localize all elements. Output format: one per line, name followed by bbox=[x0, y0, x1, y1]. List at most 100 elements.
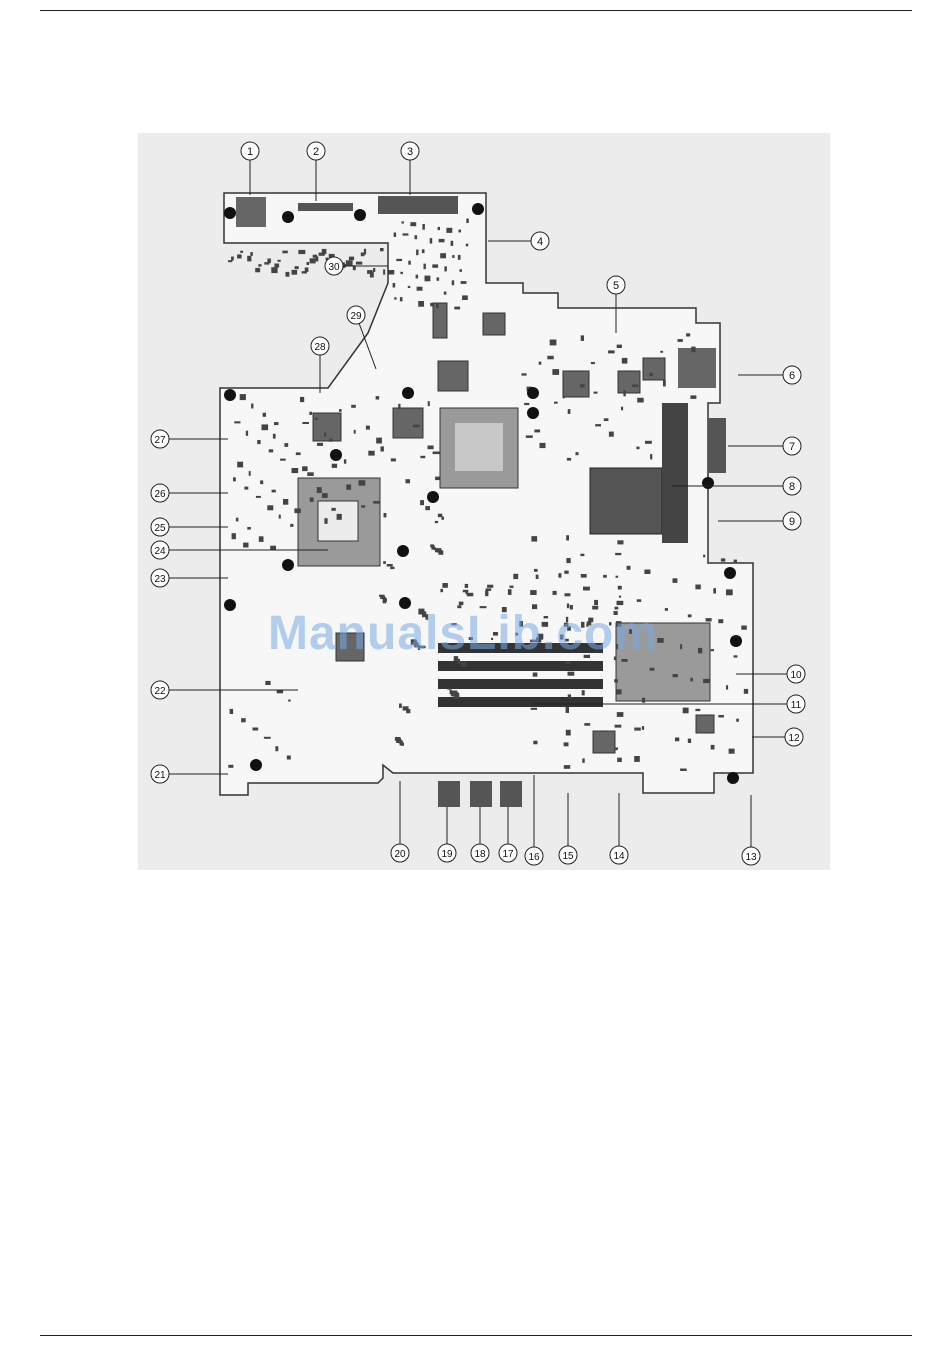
capacitor bbox=[282, 559, 294, 571]
smd-component bbox=[615, 747, 618, 750]
callout-label-2: 2 bbox=[313, 146, 319, 158]
smd-component bbox=[230, 709, 234, 714]
callout-3: 3 bbox=[401, 142, 419, 160]
smd-component bbox=[383, 561, 386, 564]
callout-label-13: 13 bbox=[745, 852, 757, 863]
smd-component bbox=[420, 456, 425, 458]
smd-component bbox=[678, 420, 682, 425]
smd-component bbox=[665, 413, 670, 415]
smd-component bbox=[680, 769, 687, 772]
smd-component bbox=[663, 380, 666, 386]
smd-component bbox=[711, 649, 714, 651]
smd-component bbox=[581, 574, 587, 578]
capacitor bbox=[402, 387, 414, 399]
callout-label-18: 18 bbox=[474, 849, 486, 860]
smd-component bbox=[275, 746, 278, 751]
smd-component bbox=[329, 439, 332, 442]
smd-component bbox=[683, 708, 689, 714]
smd-component bbox=[465, 584, 468, 588]
smd-component bbox=[454, 307, 460, 310]
smd-component bbox=[619, 596, 621, 598]
smd-component bbox=[713, 588, 716, 593]
smd-component bbox=[583, 587, 590, 591]
smd-component bbox=[310, 497, 314, 502]
smd-component bbox=[279, 515, 281, 519]
smd-component bbox=[462, 295, 468, 300]
callout-label-7: 7 bbox=[789, 441, 795, 453]
capacitor bbox=[527, 407, 539, 419]
smd-component bbox=[533, 741, 537, 745]
smd-component bbox=[416, 275, 419, 279]
smd-component bbox=[292, 468, 299, 473]
smd-component bbox=[361, 505, 365, 507]
callout-22: 22 bbox=[151, 681, 169, 699]
smd-component bbox=[346, 260, 353, 266]
smd-component bbox=[251, 404, 253, 409]
smd-component bbox=[461, 281, 467, 284]
smd-component bbox=[594, 392, 598, 394]
smd-component bbox=[524, 403, 529, 405]
smd-component bbox=[231, 257, 234, 261]
smd-component bbox=[621, 407, 623, 411]
smd-component bbox=[284, 443, 288, 447]
smd-component bbox=[584, 723, 590, 726]
smd-component bbox=[581, 335, 584, 341]
smd-component bbox=[290, 524, 293, 527]
capacitor bbox=[224, 599, 236, 611]
smd-component bbox=[384, 513, 387, 517]
smd-component bbox=[744, 689, 748, 694]
smd-component bbox=[433, 452, 440, 455]
smd-component bbox=[566, 707, 569, 713]
smd-component bbox=[379, 595, 385, 597]
smd-component bbox=[391, 458, 396, 461]
smd-component bbox=[461, 662, 467, 667]
smd-component bbox=[673, 674, 678, 677]
smd-component bbox=[466, 592, 468, 594]
smd-component bbox=[729, 749, 735, 754]
smd-component bbox=[452, 255, 454, 258]
smd-component bbox=[387, 564, 393, 567]
callout-29: 29 bbox=[347, 306, 365, 324]
smd-component bbox=[718, 715, 724, 718]
smd-component bbox=[425, 276, 431, 282]
smd-component bbox=[380, 248, 384, 251]
smd-component bbox=[452, 280, 455, 285]
smd-component bbox=[253, 728, 259, 731]
smd-component bbox=[376, 396, 380, 399]
smd-component bbox=[486, 588, 492, 591]
smd-component bbox=[711, 745, 715, 750]
smd-component bbox=[552, 369, 559, 375]
callout-label-5: 5 bbox=[613, 280, 619, 292]
smd-component bbox=[309, 412, 312, 415]
smd-component bbox=[247, 527, 251, 530]
callout-label-19: 19 bbox=[441, 849, 453, 860]
smd-component bbox=[236, 518, 239, 522]
smd-component bbox=[673, 578, 678, 583]
smd-component bbox=[458, 255, 461, 260]
smd-component bbox=[274, 264, 279, 268]
smd-component bbox=[322, 249, 327, 254]
smd-component bbox=[703, 555, 705, 558]
smd-component bbox=[388, 270, 394, 275]
smd-component bbox=[366, 426, 370, 430]
callout-9: 9 bbox=[783, 512, 801, 530]
smd-component bbox=[617, 712, 624, 717]
callout-27: 27 bbox=[151, 430, 169, 448]
smd-component bbox=[721, 558, 725, 561]
smd-component bbox=[534, 430, 540, 433]
smd-component bbox=[649, 373, 653, 376]
callout-label-26: 26 bbox=[154, 489, 166, 500]
smd-component bbox=[617, 601, 624, 605]
smd-component bbox=[243, 543, 248, 548]
smd-component bbox=[400, 272, 403, 274]
callout-16: 16 bbox=[525, 847, 543, 865]
smd-component bbox=[726, 589, 733, 595]
smd-component bbox=[642, 726, 644, 730]
capacitor bbox=[224, 207, 236, 219]
smd-component bbox=[642, 698, 645, 703]
capacitor bbox=[282, 211, 294, 223]
connector-6 bbox=[678, 348, 716, 388]
smd-component bbox=[298, 250, 305, 254]
smd-component bbox=[383, 269, 385, 274]
smd-component bbox=[644, 570, 650, 575]
